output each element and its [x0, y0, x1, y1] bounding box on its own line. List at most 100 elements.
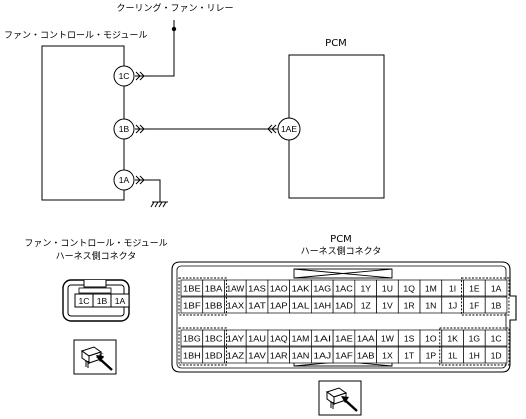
pcm-conn-cell-label: 1Y: [360, 284, 371, 294]
pcm-conn-cell-label: 1Z: [361, 301, 371, 311]
pcm-conn-cell-label: 1BE: [183, 284, 201, 294]
fan-conn-cell-1a: 1A: [110, 293, 130, 308]
pcm-conn-cell: 1B: [484, 296, 508, 314]
pcm-conn-cell-label: 1AP: [270, 301, 288, 311]
pcm-conn-cell-label: 1BD: [205, 351, 223, 361]
pcm-conn-cell: 1Y: [354, 279, 377, 297]
pcm-conn-cell: 1AP: [267, 296, 291, 314]
pcm-conn-cell: 1I: [441, 279, 464, 297]
pcm-conn-cell-label: 1AK: [292, 284, 310, 294]
pcm-conn-cell: 1AH: [311, 296, 334, 314]
chevron-1b: [135, 124, 145, 134]
pcm-label: PCM: [325, 38, 347, 49]
pcm-conn-cell-label: 1BH: [183, 351, 201, 361]
pcm-conn-cell-label: 1AC: [335, 284, 353, 294]
pcm-conn-cell-label: 1P: [426, 351, 437, 361]
svg-text:1A: 1A: [115, 296, 126, 306]
pcm-conn-cell: 1X: [376, 346, 399, 364]
pcm-conn-cell: 1AE: [332, 329, 356, 347]
pcm-conn-cell-label: 1AA: [357, 334, 375, 344]
pcm-conn-cell: 1F: [463, 296, 486, 314]
pcm-conn-cell: 1AF: [332, 346, 356, 364]
pcm-conn-cell-label: 1AV: [248, 351, 266, 361]
pcm-conn-cell-label: 1Q: [403, 284, 415, 294]
pcm-conn-cell: 1AA: [354, 329, 377, 347]
pcm-conn-cell: 1AG: [311, 279, 334, 297]
pcm-conn-cell-label: 1AM: [292, 334, 310, 344]
pcm-conn-cell: 1G: [463, 329, 486, 347]
pcm-conn-cell-label: 1A: [491, 284, 502, 294]
pcm-conn-cell: 1V: [376, 296, 399, 314]
fan-conn-cell-1b: 1B: [92, 293, 112, 308]
svg-text:1B: 1B: [119, 124, 130, 134]
pcm-conn-cell: 1AS: [245, 279, 269, 297]
pcm-conn-cell: 1AT: [245, 296, 269, 314]
pcm-pin-1ae: 1AE: [277, 117, 301, 141]
pcm-conn-cell: 1U: [376, 279, 399, 297]
pcm-conn-cell: 1AV: [245, 346, 269, 364]
fan-conn-cell-1c: 1C: [74, 293, 94, 308]
pcm-conn-cell: 1AZ: [224, 346, 247, 364]
pcm-conn-cell: 1BC: [202, 329, 225, 347]
pcm-conn-cell-label: 1D: [491, 351, 502, 361]
fan-probe-icon: [73, 339, 117, 375]
pcm-conn-cell-label: 1F: [469, 301, 479, 311]
fan-harness-label-2: ハーネス側コネクタ: [56, 250, 137, 262]
pcm-conn-cell: 1BF: [180, 296, 204, 314]
pcm-conn-cell: 1AJ: [311, 346, 334, 364]
pcm-conn-cell-label: 1AO: [270, 284, 288, 294]
pcm-conn-cell: 1AU: [245, 329, 269, 347]
pcm-conn-cell: 1AM: [289, 329, 312, 347]
pcm-conn-cell-label: 1BF: [183, 301, 201, 311]
pcm-connector-inner: [176, 265, 507, 369]
fan-pin-1c: 1C: [113, 65, 135, 87]
pcm-conn-cell: 1W: [376, 329, 399, 347]
fan-pin-1a: 1A: [113, 169, 135, 191]
pcm-conn-cell-label: 1S: [404, 334, 415, 344]
pcm-conn-cell-label: 1AI: [313, 334, 331, 344]
pcm-conn-cell: 1AI: [311, 329, 334, 347]
svg-text:1C: 1C: [119, 71, 130, 81]
pcm-conn-cell: 1O: [419, 329, 443, 347]
chevron-1ae: [267, 124, 277, 134]
pcm-conn-cell-label: 1AE: [335, 334, 353, 344]
pcm-top-lock-tab: [293, 268, 393, 279]
pcm-conn-cell-label: 1AW: [226, 284, 245, 294]
pcm-conn-cell: 1K: [441, 329, 464, 347]
pcm-conn-cell: 1M: [419, 279, 443, 297]
pcm-conn-cell: 1J: [441, 296, 464, 314]
pcm-conn-cell: 1A: [484, 279, 508, 297]
chevron-1a: [135, 175, 145, 185]
pcm-box: [288, 54, 385, 199]
pcm-conn-cell: 1AQ: [267, 329, 291, 347]
pcm-conn-cell: 1AR: [267, 346, 291, 364]
pcm-conn-cell-label: 1AS: [248, 284, 266, 294]
pcm-conn-cell-label: 1AT: [248, 301, 267, 311]
pcm-conn-cell-label: 1AD: [335, 301, 353, 311]
pcm-conn-cell-label: 1AB: [357, 351, 375, 361]
pcm-conn-cell-label: 1I: [449, 284, 456, 294]
pcm-conn-cell: 1T: [397, 346, 421, 364]
fan-module-label: ファン・コントロール・モジュール: [4, 31, 147, 41]
pcm-conn-cell: 1R: [397, 296, 421, 314]
pcm-conn-cell: 1AY: [224, 329, 247, 347]
pcm-probe-icon: [318, 380, 362, 416]
pcm-conn-cell: 1E: [463, 279, 486, 297]
pcm-conn-cell-label: 1W: [381, 334, 395, 344]
pcm-conn-cell-label: 1E: [469, 284, 480, 294]
pcm-conn-cell-label: 1AJ: [313, 351, 331, 361]
pcm-conn-cell-label: 1J: [448, 301, 457, 311]
pcm-conn-cell: 1AN: [289, 346, 312, 364]
pcm-conn-cell: 1BH: [180, 346, 204, 364]
pcm-conn-cell: 1N: [419, 296, 443, 314]
chevron-1c: [135, 71, 145, 81]
pcm-conn-cell: 1L: [441, 346, 464, 364]
pcm-conn-cell-label: 1AH: [313, 301, 331, 311]
pcm-conn-cell-label: 1AZ: [226, 351, 244, 361]
pcm-conn-cell: 1BB: [202, 296, 225, 314]
pcm-conn-cell-label: 1AQ: [270, 334, 288, 344]
pcm-conn-cell-label: 1AR: [270, 351, 288, 361]
svg-text:1B: 1B: [97, 296, 108, 306]
